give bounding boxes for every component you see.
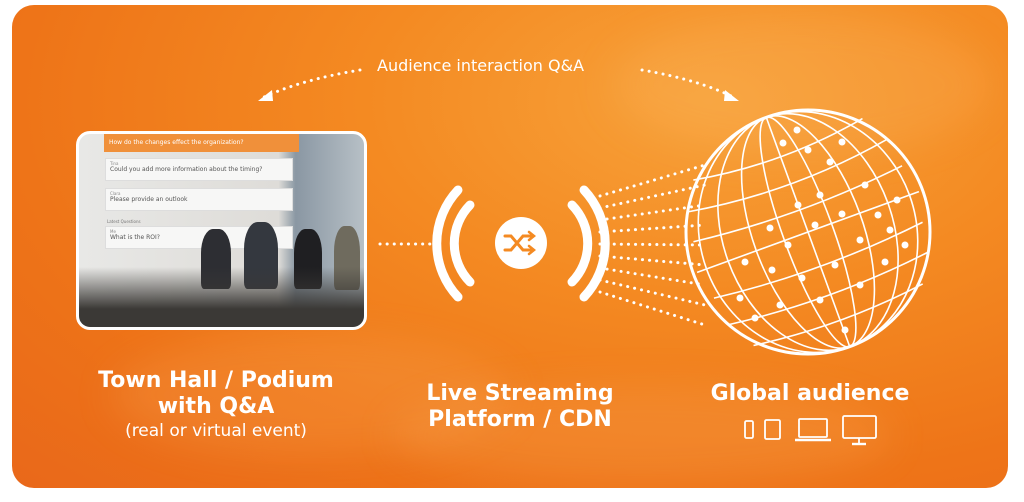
audience-dot [874, 211, 882, 219]
arrowhead-left [258, 90, 273, 101]
globe-icon [684, 108, 932, 356]
question-text: Please provide an outlook [110, 196, 188, 203]
town-hall-photo: How do the changes effect the organizati… [76, 131, 367, 330]
smartphone-icon [744, 420, 754, 439]
streaming-label: Live Streaming Platform / CDN [380, 381, 660, 433]
audience-dot [901, 241, 909, 249]
broadcast-shuffle-icon [432, 185, 610, 302]
streaming-title-line2: Platform / CDN [428, 407, 612, 432]
question-author: Me [110, 229, 116, 234]
audience-dot [736, 294, 744, 302]
audience-dot [881, 258, 889, 266]
audience-dot [804, 146, 812, 154]
audience-dot [886, 226, 894, 234]
question-author: Tina [110, 161, 119, 166]
audience-interaction-label: Audience interaction Q&A [377, 56, 585, 75]
question-author: Clara [110, 191, 121, 196]
featured-question: How do the changes effect the organizati… [104, 134, 299, 152]
audience-dot [811, 221, 819, 229]
audience-dot [798, 274, 806, 282]
audience-dots [736, 126, 909, 334]
audience-dot [768, 266, 776, 274]
audience-dot [776, 301, 784, 309]
audience-dot [838, 210, 846, 218]
audience-dot [856, 281, 864, 289]
audience-dot [751, 314, 759, 322]
laptop-icon [795, 418, 831, 442]
question-text: What is the ROI? [110, 234, 160, 241]
global-audience-label: Global audience [710, 381, 910, 406]
audience-dot [794, 201, 802, 209]
audience-dot [856, 236, 864, 244]
device-icons [744, 415, 877, 446]
streaming-title-line1: Live Streaming [426, 381, 614, 406]
stream-to-globe-links [598, 163, 707, 327]
audience-dot [784, 241, 792, 249]
audience-dot [838, 138, 846, 146]
audience-dot [766, 224, 774, 232]
stream-link-line [598, 163, 707, 198]
interaction-arrow-left [260, 68, 362, 100]
audience-dot [793, 126, 801, 134]
tablet-icon [764, 419, 781, 440]
stream-link-line [598, 223, 707, 234]
stream-link-line [598, 266, 707, 287]
town-hall-title-line2: with Q&A [157, 394, 275, 419]
monitor-icon [842, 415, 877, 446]
stream-link-line [598, 290, 707, 327]
audience-dot [779, 139, 787, 147]
arrowhead-right [724, 90, 739, 101]
town-hall-label: Town Hall / Podium with Q&A (real or vir… [66, 368, 366, 442]
stream-link-line [598, 278, 707, 307]
town-hall-subtitle: (real or virtual event) [125, 421, 307, 441]
question-text: Could you add more information about the… [110, 166, 263, 173]
audience-dot [741, 258, 749, 266]
interaction-arrow-right [640, 68, 737, 100]
audience-dot [893, 196, 901, 204]
audience-dot [841, 326, 849, 334]
town-hall-title-line1: Town Hall / Podium [98, 368, 334, 393]
audience-dot [826, 158, 834, 166]
audience-dot [816, 191, 824, 199]
audience-dot [831, 261, 839, 269]
latest-questions-label: Latest Questions [107, 219, 141, 224]
stream-link-line [598, 242, 707, 247]
audience-dot [861, 181, 869, 189]
audience-heads [79, 267, 364, 327]
audience-dot [816, 296, 824, 304]
